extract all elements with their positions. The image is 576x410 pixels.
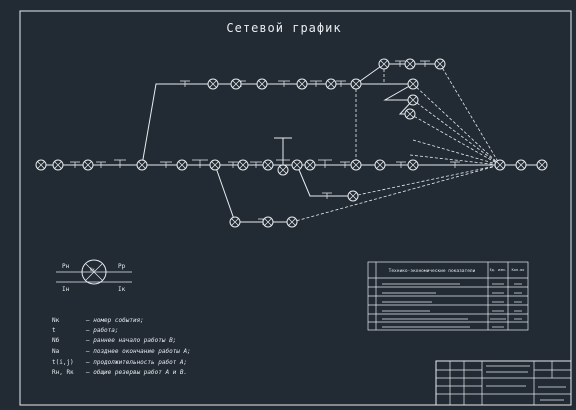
event-node xyxy=(407,159,419,171)
event-node xyxy=(404,58,416,70)
event-node xyxy=(35,159,47,171)
event-node xyxy=(374,159,386,171)
legend-formula: Рн Рр Iн Iк Nк xyxy=(56,259,132,293)
event-node xyxy=(286,216,298,228)
event-node xyxy=(350,159,362,171)
event-node xyxy=(256,78,268,90)
event-node xyxy=(407,94,419,106)
event-nodes xyxy=(35,58,548,228)
table-row-lines xyxy=(382,283,522,328)
legend-sym: Rн, Rк xyxy=(52,369,74,376)
event-node xyxy=(229,216,241,228)
legend-sym: t(i,j) xyxy=(52,359,74,366)
event-node xyxy=(291,159,303,171)
formula-tr: Рр xyxy=(118,263,126,270)
event-node xyxy=(277,164,289,176)
event-node xyxy=(209,159,221,171)
event-node xyxy=(207,78,219,90)
event-node xyxy=(136,159,148,171)
sheet-frame xyxy=(19,10,572,406)
table-header: Технико-экономические показатели xyxy=(389,268,476,274)
upper-branch xyxy=(141,63,440,166)
event-node xyxy=(347,190,359,202)
event-node xyxy=(304,159,316,171)
event-node xyxy=(262,216,274,228)
diagram-title: Сетевой график xyxy=(226,21,341,35)
event-node xyxy=(230,78,242,90)
dashed-links xyxy=(291,63,501,223)
legend-sym: Nа xyxy=(52,348,60,355)
legend-text: – номер события; xyxy=(85,317,144,324)
legend-rows: Nк – номер события; t – работа; Nб – ран… xyxy=(52,317,191,376)
event-node xyxy=(262,159,274,171)
legend-text: – общие резервы работ А и В. xyxy=(85,369,187,376)
legend-text: – продолжительность работ А; xyxy=(85,359,187,366)
formula-tl: Рн xyxy=(62,263,70,270)
table-col3: Кол-во xyxy=(512,268,525,272)
event-node xyxy=(52,159,64,171)
legend-sym: Nк xyxy=(52,317,60,324)
title-block xyxy=(435,360,572,406)
event-node xyxy=(237,159,249,171)
middle-branch xyxy=(282,145,353,197)
event-node xyxy=(82,159,94,171)
event-node xyxy=(434,58,446,70)
event-node xyxy=(176,159,188,171)
event-node xyxy=(407,78,419,90)
legend-sym: Nб xyxy=(52,337,60,344)
formula-br: Iк xyxy=(118,286,126,293)
formula-bl: Iн xyxy=(62,286,70,293)
event-node xyxy=(378,58,390,70)
event-node xyxy=(325,78,337,90)
event-node xyxy=(296,78,308,90)
table-col2: Ед. изм. xyxy=(490,268,507,272)
event-node xyxy=(515,159,527,171)
legend-text: – позднее окончание работы А; xyxy=(85,348,191,355)
event-node xyxy=(350,78,362,90)
legend-text: – раннее начало работы В; xyxy=(85,337,176,344)
event-node xyxy=(404,108,416,120)
params-table: Технико-экономические показатели Ед. изм… xyxy=(367,261,529,331)
event-node xyxy=(494,159,506,171)
legend-sym: t xyxy=(52,327,56,334)
legend-text: – работа; xyxy=(85,327,119,334)
formula-center: Nк xyxy=(90,267,95,272)
event-node xyxy=(536,159,548,171)
